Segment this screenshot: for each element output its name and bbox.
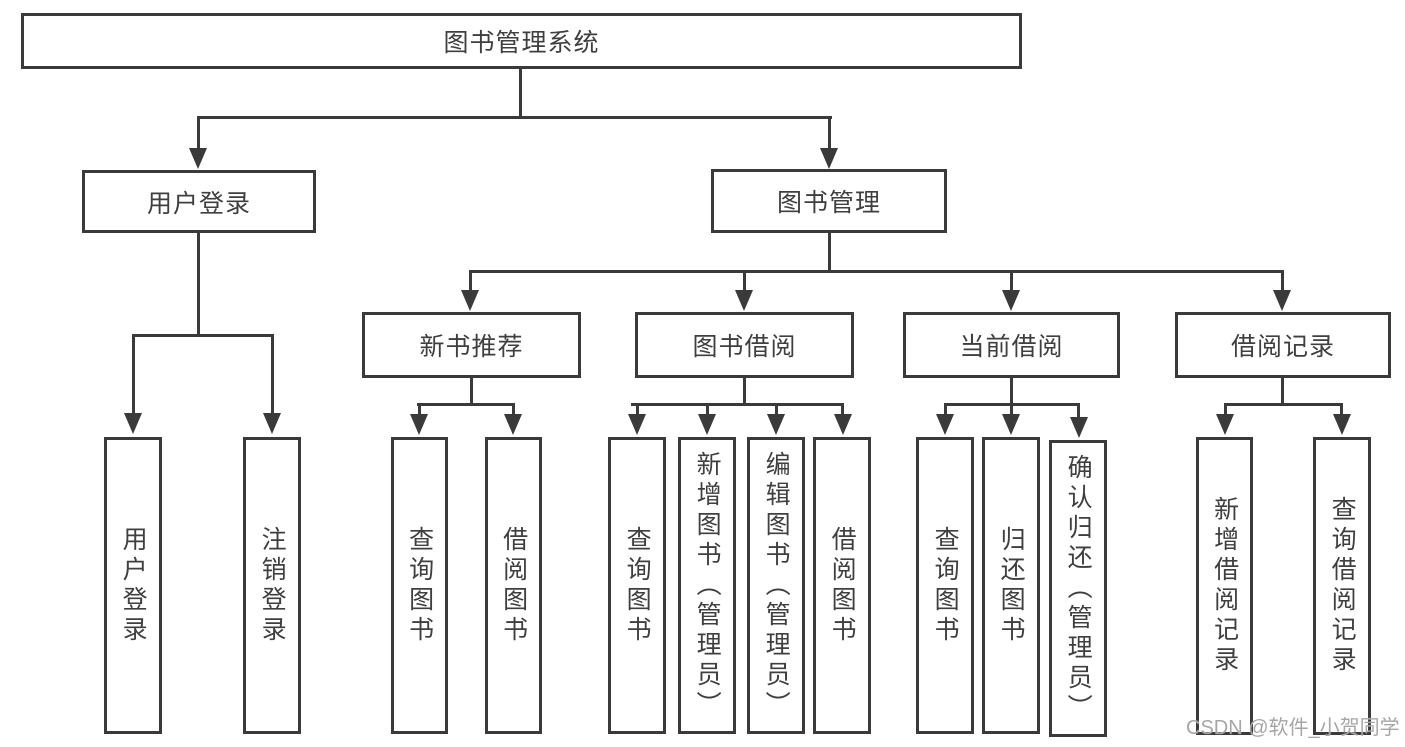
- leaf-return-books: 归还图书: [982, 437, 1040, 734]
- connector: [841, 403, 844, 417]
- leaf-query-books-3: 查询图书: [916, 437, 974, 734]
- leaf-logout-label: 注销登录: [258, 525, 287, 646]
- connector: [944, 403, 947, 417]
- leaf-query-books-1-label: 查询图书: [405, 525, 434, 646]
- connector: [1281, 378, 1284, 406]
- connector: [132, 334, 135, 414]
- arrow-down-icon: [1273, 290, 1291, 311]
- connector: [418, 403, 421, 417]
- connector: [775, 403, 778, 417]
- connector: [132, 334, 274, 337]
- leaf-query-books-1: 查询图书: [391, 437, 448, 734]
- arrow-down-icon: [461, 290, 479, 311]
- arrow-down-icon: [834, 414, 852, 435]
- connector: [743, 270, 746, 292]
- connector: [197, 116, 832, 119]
- arrow-down-icon: [124, 413, 142, 434]
- leaf-add-books-admin-label: 新增图书（管理员）: [693, 450, 722, 721]
- connector: [1224, 403, 1227, 417]
- arrow-down-icon: [1002, 290, 1020, 311]
- connector: [1281, 270, 1284, 292]
- arrow-down-icon: [263, 413, 281, 434]
- leaf-query-books-2-label: 查询图书: [623, 525, 652, 646]
- leaf-query-borrow-record: 查询借阅记录: [1313, 437, 1371, 735]
- arrow-down-icon: [628, 414, 646, 435]
- node-current-borrowing-label: 当前借阅: [959, 333, 1064, 361]
- connector: [469, 270, 472, 292]
- leaf-borrow-books-2: 借阅图书: [813, 437, 871, 734]
- node-book-borrowing-label: 图书借阅: [692, 333, 797, 361]
- connector: [271, 334, 274, 414]
- arrow-down-icon: [410, 414, 428, 435]
- arrow-down-icon: [698, 414, 716, 435]
- node-new-book-recommend-label: 新书推荐: [419, 333, 524, 361]
- leaf-add-books-admin: 新增图书（管理员）: [678, 437, 736, 734]
- node-user-login-label: 用户登录: [146, 189, 251, 218]
- node-current-borrowing: 当前借阅: [903, 312, 1120, 378]
- connector: [519, 68, 522, 118]
- connector: [1010, 378, 1013, 406]
- connector: [417, 403, 515, 406]
- connector: [1010, 403, 1013, 417]
- node-root-label: 图书管理系统: [443, 29, 600, 57]
- leaf-borrow-books-2-label: 借阅图书: [828, 525, 857, 646]
- arrow-down-icon: [936, 414, 954, 435]
- leaf-confirm-return-admin: 确认归还（管理员）: [1049, 440, 1107, 737]
- leaf-edit-books-admin: 编辑图书（管理员）: [747, 437, 805, 734]
- leaf-logout: 注销登录: [243, 437, 301, 734]
- node-new-book-recommend: 新书推荐: [362, 312, 581, 378]
- connector: [636, 403, 639, 417]
- connector: [706, 403, 709, 417]
- node-user-login: 用户登录: [82, 170, 316, 233]
- leaf-query-borrow-record-label: 查询借阅记录: [1328, 496, 1357, 676]
- arrow-down-icon: [820, 148, 838, 169]
- arrow-down-icon: [1002, 414, 1020, 435]
- arrow-down-icon: [735, 290, 753, 311]
- node-borrowing-records-label: 借阅记录: [1230, 333, 1335, 361]
- node-book-management: 图书管理: [711, 169, 947, 233]
- arrow-down-icon: [1216, 414, 1234, 435]
- connector: [631, 403, 844, 406]
- arrow-down-icon: [504, 414, 522, 435]
- leaf-borrow-books-1: 借阅图书: [485, 437, 542, 734]
- connector: [1077, 403, 1080, 417]
- node-root: 图书管理系统: [21, 13, 1022, 69]
- csdn-watermark: CSDN @软件_小贺同学: [1186, 717, 1400, 739]
- node-book-borrowing: 图书借阅: [635, 312, 854, 378]
- leaf-user-login-label: 用户登录: [119, 525, 148, 646]
- connector: [828, 233, 831, 273]
- connector: [1224, 403, 1343, 406]
- leaf-add-borrow-record-label: 新增借阅记录: [1210, 496, 1239, 676]
- connector: [469, 270, 1283, 273]
- connector: [197, 116, 200, 150]
- connector: [743, 378, 746, 406]
- connector: [197, 233, 200, 336]
- leaf-query-books-2: 查询图书: [608, 437, 666, 734]
- arrow-down-icon: [1070, 417, 1088, 438]
- leaf-user-login: 用户登录: [104, 437, 162, 734]
- leaf-edit-books-admin-label: 编辑图书（管理员）: [762, 450, 791, 721]
- connector: [828, 116, 831, 150]
- arrow-down-icon: [1333, 414, 1351, 435]
- connector: [1340, 403, 1343, 417]
- leaf-query-books-3-label: 查询图书: [931, 525, 960, 646]
- connector: [1010, 270, 1013, 292]
- leaf-add-borrow-record: 新增借阅记录: [1196, 437, 1253, 735]
- node-book-management-label: 图书管理: [776, 189, 881, 217]
- leaf-borrow-books-1-label: 借阅图书: [499, 525, 528, 646]
- connector: [512, 403, 515, 417]
- arrow-down-icon: [767, 414, 785, 435]
- node-borrowing-records: 借阅记录: [1175, 312, 1391, 378]
- leaf-confirm-return-admin-label: 确认归还（管理员）: [1064, 453, 1093, 724]
- leaf-return-books-label: 归还图书: [997, 525, 1026, 646]
- arrow-down-icon: [189, 148, 207, 169]
- connector: [470, 378, 473, 406]
